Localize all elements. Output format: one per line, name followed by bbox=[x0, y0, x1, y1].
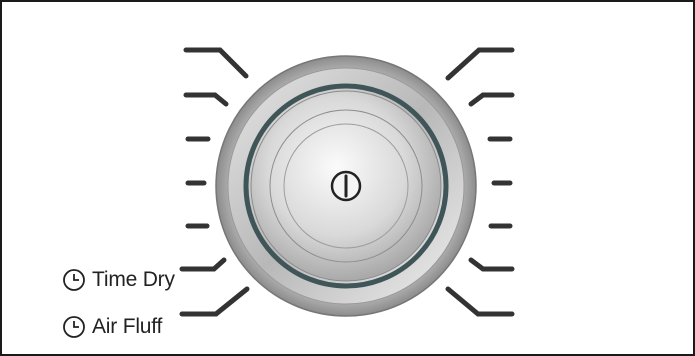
position-marker bbox=[186, 95, 226, 104]
cycle-selector-knob[interactable] bbox=[216, 56, 476, 316]
position-marker-air-fluff bbox=[182, 289, 247, 314]
time-dry-label: Time Dry bbox=[62, 266, 175, 294]
clock-icon bbox=[62, 268, 86, 292]
time-dry-text: Time Dry bbox=[92, 268, 175, 292]
position-marker bbox=[471, 95, 512, 104]
clock-icon bbox=[62, 315, 86, 339]
position-marker bbox=[448, 289, 512, 314]
power-icon bbox=[332, 172, 360, 200]
air-fluff-label: Air Fluff bbox=[62, 313, 162, 341]
air-fluff-text: Air Fluff bbox=[92, 315, 162, 339]
position-marker bbox=[186, 50, 246, 76]
position-marker bbox=[448, 50, 512, 78]
position-marker bbox=[471, 260, 512, 269]
position-marker-time-dry bbox=[182, 260, 224, 269]
